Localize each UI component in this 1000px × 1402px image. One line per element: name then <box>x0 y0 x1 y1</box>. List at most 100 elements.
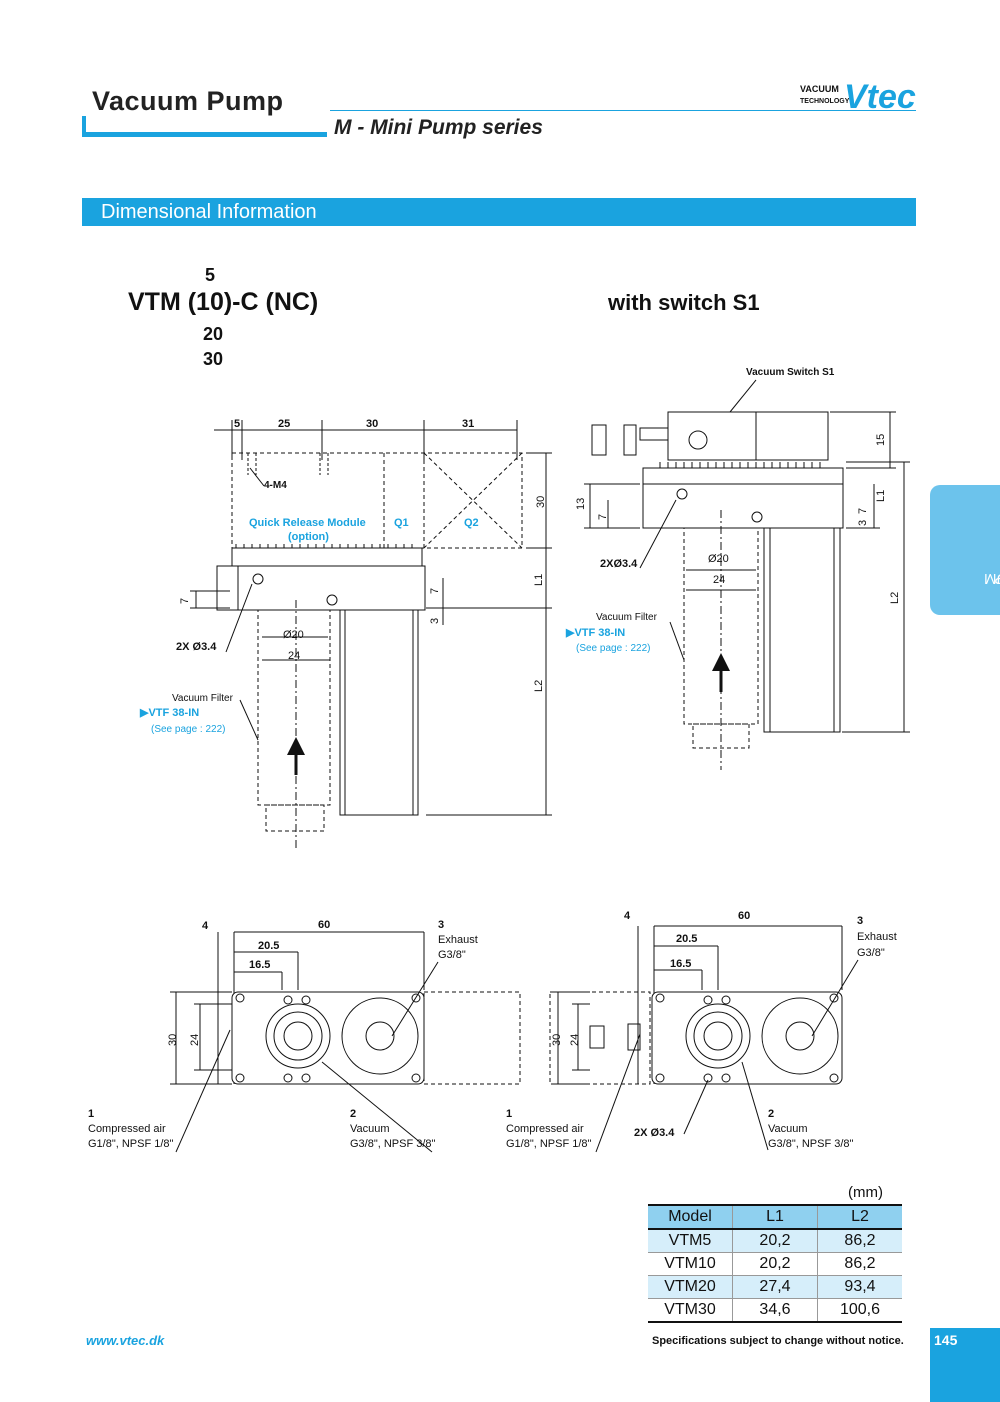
footer-note: Specifications subject to change without… <box>652 1335 904 1347</box>
bottom-right-view <box>549 925 859 1153</box>
dim-205-right: 20.5 <box>676 933 697 945</box>
port2-thread: G3/8", NPSF 3/8" <box>350 1138 436 1150</box>
dim-d24-right: 24 <box>713 574 725 586</box>
table-cell: VTM20 <box>648 1275 733 1299</box>
q2-label: Q2 <box>464 517 479 529</box>
dim-205: 20.5 <box>258 940 279 952</box>
model-size-30: 30 <box>203 349 224 369</box>
dim-d20-right: Ø20 <box>708 553 729 565</box>
dim-d20: Ø20 <box>283 629 304 641</box>
table-row: VTM20 27,4 93,4 <box>648 1275 902 1299</box>
filter-page: (See page : 222) <box>151 724 226 735</box>
page-number: 145 <box>934 1332 958 1348</box>
right-side-view <box>584 379 910 770</box>
port3-name-right: Exhaust <box>857 931 897 943</box>
dimension-table: Model L1 L2 VTM5 20,2 86,2 VTM10 20,2 86… <box>648 1204 902 1323</box>
logo-text-bottom: TECHNOLOGY <box>800 98 850 105</box>
holes-label-bottom-right: 2X Ø3.4 <box>634 1127 675 1139</box>
port2-name-right: Vacuum <box>768 1123 808 1135</box>
page-number-box: 145 <box>930 1328 1000 1402</box>
table-cell: 93,4 <box>817 1275 902 1299</box>
dim-4: 4 <box>202 920 209 932</box>
table-cell: 34,6 <box>732 1298 818 1323</box>
port3-name: Exhaust <box>438 934 478 946</box>
filter-code: ▶VTF 38-IN <box>139 707 199 719</box>
holes-label: 2X Ø3.4 <box>176 641 217 653</box>
dim-l1-right: L1 <box>875 490 887 502</box>
table-row: VTM10 20,2 86,2 <box>648 1252 902 1276</box>
port3-thread-right: G3/8" <box>857 947 885 959</box>
thread-label: 4-M4 <box>264 480 287 491</box>
title-accent <box>82 116 86 136</box>
holes-label-right: 2XØ3.4 <box>600 558 638 570</box>
model-name: VTM (10)-C (NC) <box>128 288 319 316</box>
header-rule <box>330 110 916 111</box>
table-row: VTM30 34,6 100,6 <box>648 1298 902 1323</box>
title-underline <box>82 132 327 137</box>
port2-thread-right: G3/8", NPSF 3/8" <box>768 1138 854 1150</box>
dim-4-right: 4 <box>624 910 631 922</box>
port1-thread: G1/8", NPSF 1/8" <box>88 1138 174 1150</box>
page-title: Vacuum Pump <box>92 86 284 116</box>
table-header: L1 <box>732 1204 818 1230</box>
table-cell: 86,2 <box>817 1252 902 1276</box>
dim-bl-24: 24 <box>189 1034 201 1046</box>
filter-page-right: (See page : 222) <box>576 643 651 654</box>
model-size-20: 20 <box>203 324 224 344</box>
table-unit: (mm) <box>848 1184 883 1201</box>
module-option: (option) <box>288 531 329 543</box>
table-header: Model <box>648 1204 733 1230</box>
model-size-5: 5 <box>205 265 216 285</box>
dim-7b: 7 <box>179 598 191 604</box>
table-cell: VTM30 <box>648 1298 733 1323</box>
dim-3: 3 <box>429 618 441 624</box>
dim-d24: 24 <box>288 650 300 662</box>
dim-31: 31 <box>462 418 474 430</box>
dim-bl-30: 30 <box>167 1034 179 1046</box>
page-subtitle: M - Mini Pump series <box>334 116 543 139</box>
bottom-left-view <box>170 931 521 1153</box>
dim-13: 13 <box>575 498 587 510</box>
table-header: L2 <box>817 1204 902 1230</box>
port2-name: Vacuum <box>350 1123 390 1135</box>
side-tab: VACUUMPUMP <box>930 485 1000 615</box>
dim-v30: 30 <box>535 496 547 508</box>
table-cell: 27,4 <box>732 1275 818 1299</box>
dim-br-30: 30 <box>551 1034 563 1046</box>
dim-30: 30 <box>366 418 378 430</box>
switch-label: with switch S1 <box>608 290 760 315</box>
left-side-view <box>190 420 552 850</box>
dim-60-right: 60 <box>738 910 750 922</box>
dim-165-right: 16.5 <box>670 958 691 970</box>
dim-l2: L2 <box>533 680 545 692</box>
dim-l1: L1 <box>533 574 545 586</box>
dim-25: 25 <box>278 418 290 430</box>
dim-3-right: 3 <box>857 520 869 526</box>
section-title: Dimensional Information <box>101 201 317 223</box>
dim-15: 15 <box>875 434 887 446</box>
section-banner: Dimensional Information <box>82 198 916 226</box>
port1-name-right: Compressed air <box>506 1123 584 1135</box>
dim-br-24: 24 <box>569 1034 581 1046</box>
table-cell: 86,2 <box>817 1229 902 1253</box>
q1-label: Q1 <box>394 517 409 529</box>
dim-60: 60 <box>318 919 330 931</box>
dim-5: 5 <box>234 418 240 430</box>
table-row: VTM5 20,2 86,2 <box>648 1229 902 1253</box>
table-cell: VTM10 <box>648 1252 733 1276</box>
module-label: Quick Release Module <box>249 517 366 529</box>
port1-num-right: 1 <box>506 1108 512 1120</box>
switch-callout: Vacuum Switch S1 <box>746 367 835 378</box>
table-cell: 100,6 <box>817 1298 902 1323</box>
dim-l2-right: L2 <box>889 592 901 604</box>
footer-url-link[interactable]: www.vtec.dk <box>86 1333 165 1348</box>
port3-thread: G3/8" <box>438 949 466 961</box>
port3-num-right: 3 <box>857 915 863 927</box>
port1-name: Compressed air <box>88 1123 166 1135</box>
table-cell: 20,2 <box>732 1229 818 1253</box>
port3-num: 3 <box>438 919 444 931</box>
table-cell: VTM5 <box>648 1229 733 1253</box>
port2-num-right: 2 <box>768 1108 774 1120</box>
port2-num: 2 <box>350 1108 356 1120</box>
